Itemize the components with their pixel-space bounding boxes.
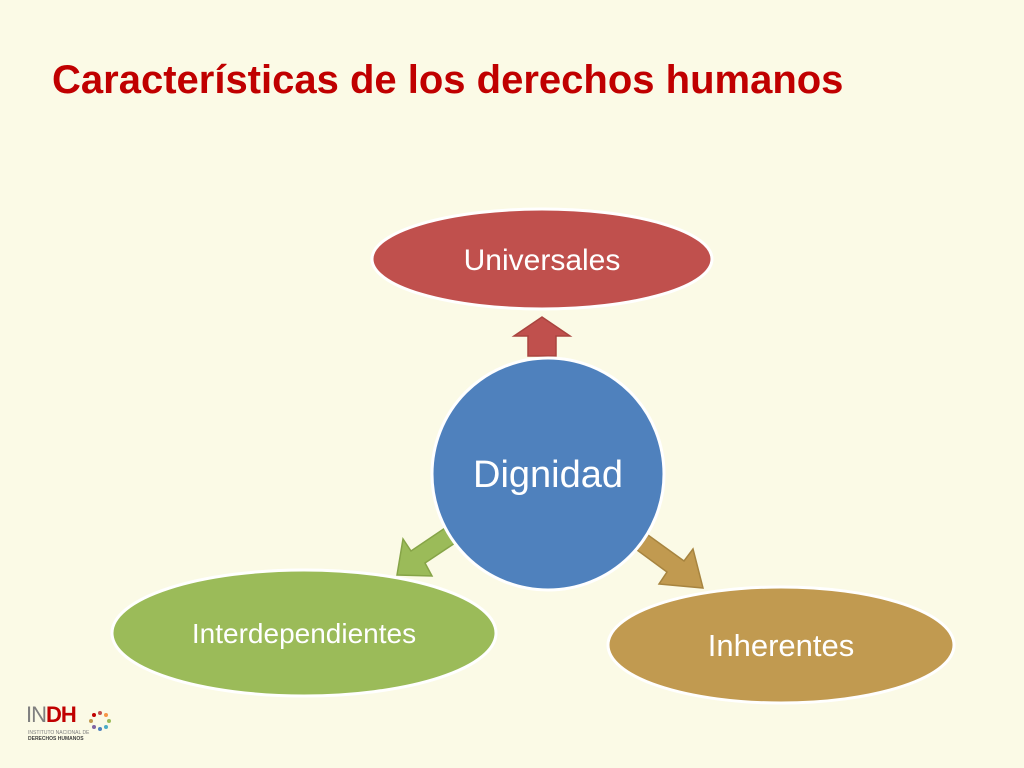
node-universales: Universales (370, 207, 714, 311)
node-interdependientes-shape (110, 568, 498, 698)
node-dignidad-label: Dignidad (473, 454, 623, 496)
node-universales-shape (370, 207, 714, 311)
node-dignidad: Dignidad (430, 356, 666, 592)
arrow-down-right (635, 533, 704, 589)
node-inherentes-shape (606, 585, 956, 705)
node-dignidad-shape (430, 356, 666, 592)
logo-mark-dh: DH (46, 702, 77, 727)
arrow-down-left (396, 524, 460, 577)
logo-dots-icon (89, 711, 111, 731)
node-inherentes-label: Inherentes (708, 628, 855, 663)
logo-line2: DERECHOS HUMANOS (28, 736, 84, 742)
node-universales-label: Universales (464, 244, 621, 277)
slide-title: Características de los derechos humanos (52, 58, 844, 102)
node-interdependientes: Interdependientes (110, 568, 498, 698)
node-interdependientes-label: Interdependientes (192, 618, 416, 649)
indh-logo: INDH INSTITUTO NACIONAL DE DERECHOS HUMA… (26, 704, 116, 748)
arrow-up (511, 316, 573, 357)
logo-mark: INDH (26, 702, 77, 727)
node-inherentes: Inherentes (606, 585, 956, 705)
logo-line1: INSTITUTO NACIONAL DE (28, 730, 90, 736)
logo-mark-in: IN (26, 702, 47, 727)
